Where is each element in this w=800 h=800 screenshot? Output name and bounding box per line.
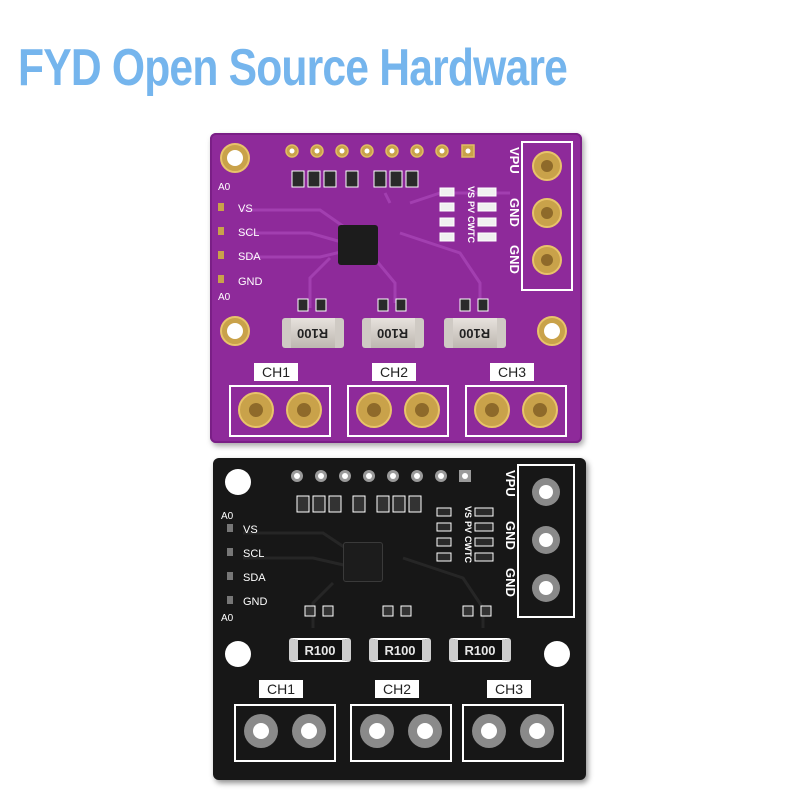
silk-led-cw: CW (466, 216, 476, 231)
silk-label-scl: SCL (238, 227, 260, 239)
silk-led-vs: VS (463, 506, 473, 519)
shunt-resistor-ch1: R100 (289, 638, 351, 662)
silk-label-gnd: GND (238, 276, 263, 288)
silk-label-vs: VS (238, 203, 253, 215)
silk-led-tc: TC (463, 551, 473, 563)
shunt-resistor-ch2: R100 (362, 318, 424, 348)
silk-label-scl: SCL (243, 548, 265, 560)
silk-led-vs: VS (466, 186, 476, 199)
silk-label-a0-bottom: A0 (218, 292, 231, 303)
watermark-text: FYD Open Source Hardware (18, 39, 568, 97)
silk-led-tc: TC (466, 231, 476, 243)
sensor-ic-chip (338, 225, 378, 265)
silk-label-a0-bottom: A0 (221, 613, 234, 624)
silk-led-cw: CW (463, 536, 473, 551)
purple-board-artwork (218, 141, 573, 437)
black-board-artwork (225, 464, 575, 762)
black-pcb-board: A0 VS SCL SDA GND A0 VPU GND GND VS PV C… (213, 458, 586, 780)
silk-label-a0-top: A0 (221, 511, 234, 522)
silk-label-vpu: VPU (507, 147, 522, 174)
shunt-resistor-ch3: R100 (444, 318, 506, 348)
silk-label-vpu: VPU (503, 470, 518, 497)
sensor-ic-chip (343, 542, 383, 582)
shunt-resistor-ch3: R100 (449, 638, 511, 662)
channel-label-ch1: CH1 (254, 363, 299, 381)
silk-label-gnd: GND (243, 596, 268, 608)
shunt-resistor-ch1: R100 (282, 318, 344, 348)
silk-label-sda: SDA (238, 251, 261, 263)
purple-pcb-board: A0 VS SCL SDA GND A0 VPU GND GND VS PV C… (210, 133, 582, 443)
channel-label-ch2: CH2 (375, 680, 420, 698)
silk-label-gnd-1: GND (507, 198, 522, 227)
silk-label-sda: SDA (243, 572, 266, 584)
shunt-resistor-ch2: R100 (369, 638, 431, 662)
silk-led-pv: PV (463, 521, 473, 534)
silk-led-pv: PV (466, 201, 476, 214)
silk-label-gnd-1: GND (503, 521, 518, 550)
channel-label-ch3: CH3 (487, 680, 532, 698)
channel-label-ch1: CH1 (259, 680, 304, 698)
channel-label-ch3: CH3 (490, 363, 535, 381)
silk-label-a0-top: A0 (218, 182, 231, 193)
silk-label-gnd-2: GND (507, 245, 522, 274)
silk-label-gnd-2: GND (503, 568, 518, 597)
channel-label-ch2: CH2 (372, 363, 417, 381)
silk-label-vs: VS (243, 524, 258, 536)
